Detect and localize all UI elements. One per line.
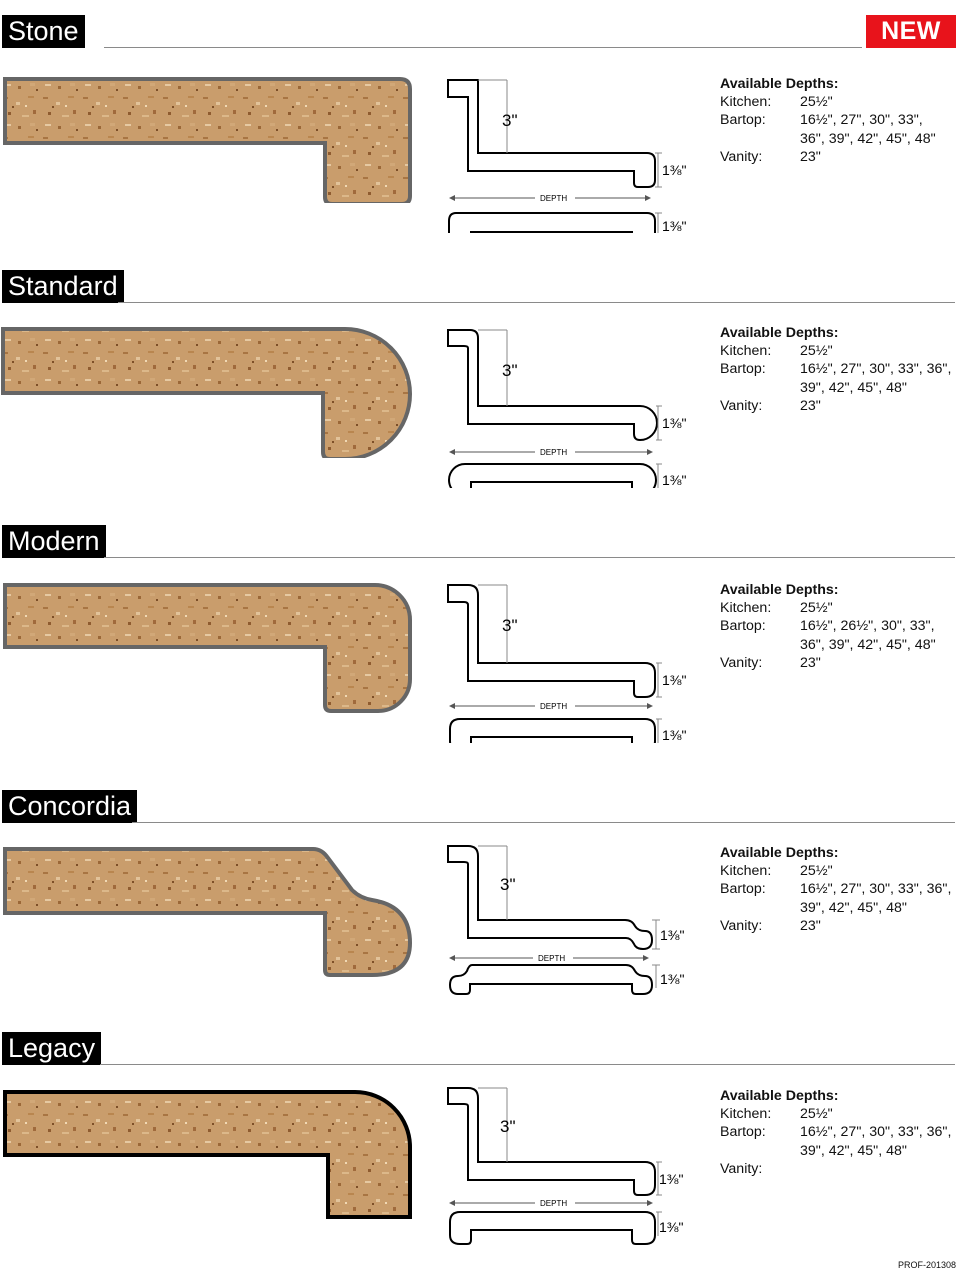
vanity-value [800, 1160, 960, 1178]
section-rule [104, 557, 955, 558]
bartop-value: 16½", 26½", 30", 33", 36", 39", 42", 45"… [800, 618, 936, 653]
height-label: 3" [502, 616, 518, 635]
height-label: 3" [500, 1117, 516, 1136]
thickness-label-lower: 1⅜" [662, 472, 686, 488]
thickness-label: 1⅜" [659, 1171, 683, 1187]
kitchen-label: Kitchen: [720, 863, 772, 880]
section-title: Concordia [2, 790, 138, 823]
dimension-diagram: 3" DEPTH 1⅜" 1⅜" [447, 329, 686, 488]
dimension-diagram: 3" DEPTH 1⅜" 1⅜" [447, 845, 684, 995]
depth-label: DEPTH [540, 1199, 567, 1208]
countertop-profile-image [3, 77, 412, 203]
vanity-label: Vanity: [720, 1160, 763, 1177]
section-title: Legacy [2, 1032, 102, 1065]
available-depths: Available Depths: Kitchen: 25½" Bartop: 16… [720, 844, 960, 935]
dimension-diagram: 3" DEPTH 1⅜" 1⅜" [447, 1087, 683, 1245]
bartop-label: Bartop: [720, 112, 766, 129]
section-rule [104, 47, 862, 48]
bartop-label: Bartop: [720, 618, 766, 635]
kitchen-value: 25½" [800, 600, 833, 617]
vanity-label: Vanity: [720, 654, 763, 671]
thickness-label: 1⅜" [662, 162, 686, 178]
thickness-label: 1⅜" [662, 415, 686, 431]
section-title: Stone [2, 15, 85, 48]
vanity-label: Vanity: [720, 148, 763, 165]
kitchen-label: Kitchen: [720, 94, 772, 111]
bartop-value: 16½", 27", 30", 33", 36", 39", 42", 45",… [800, 881, 952, 916]
depth-label: DEPTH [540, 448, 567, 457]
depth-label: DEPTH [540, 194, 567, 203]
thickness-label-lower: 1⅜" [662, 218, 686, 233]
height-label: 3" [500, 875, 516, 894]
bartop-label: Bartop: [720, 881, 766, 898]
thickness-label-lower: 1⅜" [662, 727, 686, 743]
vanity-value: 23" [800, 148, 821, 165]
bartop-value: 16½", 27", 30", 33", 36", 39", 42", 45",… [800, 112, 936, 147]
thickness-label-lower: 1⅜" [660, 971, 684, 987]
kitchen-label: Kitchen: [720, 343, 772, 360]
bartop-label: Bartop: [720, 1124, 766, 1141]
section-title: Modern [2, 525, 106, 558]
depths-heading: Available Depths: [720, 1088, 839, 1104]
available-depths: Available Depths: Kitchen: 25½" Bartop: 16… [720, 75, 960, 166]
vanity-value: 23" [800, 397, 821, 414]
kitchen-value: 25½" [800, 343, 833, 360]
depths-heading: Available Depths: [720, 325, 839, 341]
kitchen-value: 25½" [800, 94, 833, 111]
bartop-value: 16½", 27", 30", 33", 36", 39", 42", 45",… [800, 1124, 952, 1159]
bartop-label: Bartop: [720, 361, 766, 378]
vanity-value: 23" [800, 917, 821, 934]
kitchen-label: Kitchen: [720, 1106, 772, 1123]
section-standard: Standard 3" DEPTH 1⅜" 1⅜" Available Dept… [0, 270, 960, 520]
vanity-value: 23" [800, 654, 821, 671]
countertop-profile-image [3, 847, 413, 977]
vanity-label: Vanity: [720, 917, 763, 934]
thickness-label: 1⅜" [662, 672, 686, 688]
available-depths: Available Depths: Kitchen: 25½" Bartop: 16… [720, 324, 960, 415]
depths-heading: Available Depths: [720, 76, 839, 92]
thickness-label-lower: 1⅜" [659, 1219, 683, 1235]
height-label: 3" [502, 361, 518, 380]
section-title: Standard [2, 270, 124, 303]
depths-heading: Available Depths: [720, 845, 839, 861]
section-legacy: Legacy 3" DEPTH 1⅜" 1⅜" Available Depths… [0, 1032, 960, 1282]
depth-label: DEPTH [540, 702, 567, 711]
dimension-diagram: 3" DEPTH 1⅜" 1⅜" [447, 584, 686, 743]
kitchen-value: 25½" [800, 1106, 833, 1123]
section-stone: Stone NEW 3" DEPTH 1⅜" 1⅜" Available Dep… [0, 15, 960, 265]
height-label: 3" [502, 111, 518, 130]
countertop-profile-image [3, 1090, 412, 1219]
section-rule [100, 1064, 955, 1065]
vanity-label: Vanity: [720, 397, 763, 414]
kitchen-value: 25½" [800, 863, 833, 880]
depth-label: DEPTH [538, 954, 565, 963]
new-badge: NEW [866, 15, 956, 48]
section-rule [118, 302, 955, 303]
available-depths: Available Depths: Kitchen: 25½" Bartop: 16… [720, 581, 960, 672]
section-modern: Modern 3" DEPTH 1⅜" 1⅜" Available Depths… [0, 525, 960, 775]
section-rule [132, 822, 955, 823]
bartop-value: 16½", 27", 30", 33", 36", 39", 42", 45",… [800, 361, 952, 396]
countertop-profile-image [1, 327, 412, 458]
thickness-label: 1⅜" [660, 927, 684, 943]
dimension-diagram: 3" DEPTH 1⅜" 1⅜" [447, 79, 686, 233]
countertop-profile-image [3, 583, 412, 713]
kitchen-label: Kitchen: [720, 600, 772, 617]
depths-heading: Available Depths: [720, 582, 839, 598]
document-code: PROF-201308 [897, 1260, 956, 1270]
section-concordia: Concordia 3" DEPTH 1⅜" 1⅜" Available Dep… [0, 790, 960, 1040]
available-depths: Available Depths: Kitchen: 25½" Bartop: 16… [720, 1087, 960, 1178]
